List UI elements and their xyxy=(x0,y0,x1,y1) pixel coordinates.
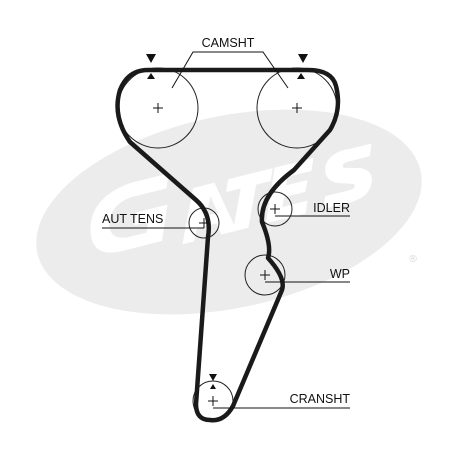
center-marks xyxy=(153,103,302,406)
triangle-marker-icon xyxy=(297,73,305,79)
registered-mark: ® xyxy=(408,254,418,265)
triangle-marker-icon xyxy=(146,54,156,63)
crosshair-icon xyxy=(199,218,209,228)
triangle-marker-icon xyxy=(298,54,308,63)
triangle-marker-icon xyxy=(209,374,217,381)
water-pump-pulley xyxy=(244,254,286,296)
crosshair-icon xyxy=(260,270,270,280)
leader-lines xyxy=(102,51,350,409)
idler-pulley xyxy=(257,191,293,227)
crosshair-icon xyxy=(270,204,280,214)
camshaft-label: CAMSHT xyxy=(202,36,255,50)
gates-logo-watermark: ® xyxy=(36,109,422,315)
camshaft-leader xyxy=(171,51,289,89)
tensioner-label: AUT TENS xyxy=(102,212,163,226)
idler-label: IDLER xyxy=(313,201,350,215)
crankshaft-label: CRANSHT xyxy=(290,392,351,406)
triangle-marker-icon xyxy=(147,73,155,79)
logo-oval xyxy=(36,109,422,315)
triangle-marker-icon xyxy=(210,384,216,389)
crosshair-icon xyxy=(153,103,163,113)
timing-belt xyxy=(115,67,341,423)
water-pump-label: WP xyxy=(330,267,350,281)
timing-marks xyxy=(146,54,308,389)
crosshair-icon xyxy=(208,396,218,406)
crosshair-icon xyxy=(292,103,302,113)
